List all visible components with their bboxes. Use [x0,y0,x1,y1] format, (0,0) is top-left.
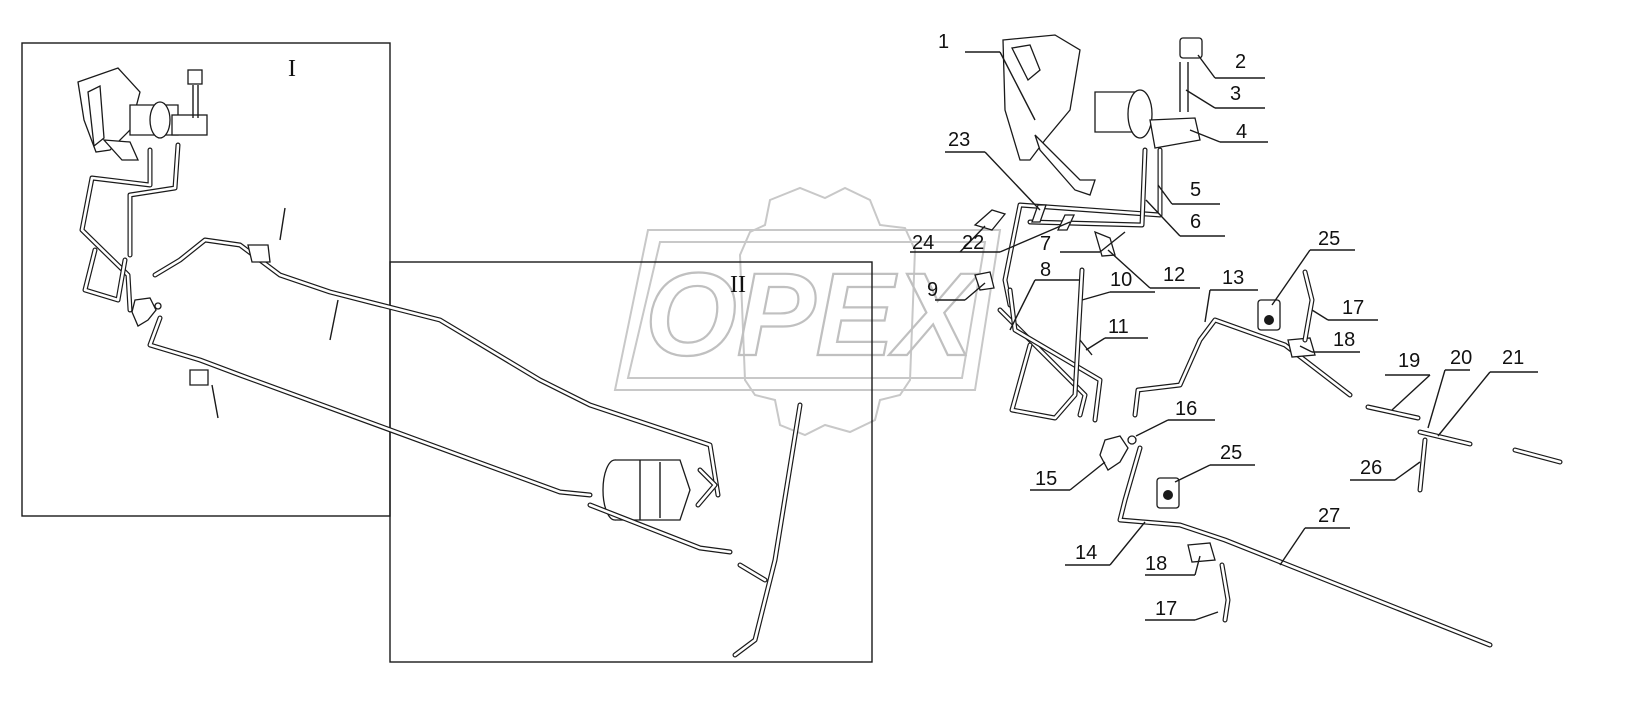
callout-17-upper: 17 [1342,297,1364,319]
callout-6: 6 [1190,211,1201,233]
callout-19: 19 [1398,350,1420,372]
callout-7: 7 [1040,233,1051,255]
frame-2-roman: II [730,272,746,298]
callout-8: 8 [1040,259,1051,281]
callout-10: 10 [1110,269,1132,291]
callout-20: 20 [1450,347,1472,369]
callout-14: 14 [1075,542,1097,564]
callout-12: 12 [1163,264,1185,286]
callout-25-upper: 25 [1318,228,1340,250]
frame-2-drawing [587,402,803,658]
callout-25-lower: 25 [1220,442,1242,464]
callout-21: 21 [1502,347,1524,369]
callout-18-upper: 18 [1333,329,1355,351]
callout-22: 22 [962,232,984,254]
callout-2: 2 [1235,51,1246,73]
callout-3: 3 [1230,83,1241,105]
callout-18-lower: 18 [1145,553,1167,575]
callout-11: 11 [1108,316,1129,338]
callout-16: 16 [1175,398,1197,420]
callout-13: 13 [1222,267,1244,289]
callout-15: 15 [1035,468,1057,490]
frame-1-roman: I [288,56,296,82]
detail-frame-2: II [389,261,873,663]
callout-1: 1 [938,31,949,53]
callout-5: 5 [1190,179,1201,201]
callout-labels: 1 2 3 4 5 6 7 8 9 10 11 12 13 14 15 16 1… [912,31,1524,620]
callout-24: 24 [912,232,934,254]
detail-frame-1: I [21,42,391,517]
callout-leaders [910,51,1538,621]
main-exploded-view [973,34,1563,648]
callout-26: 26 [1360,457,1382,479]
watermark-text: OPEX [645,249,979,381]
callout-17-lower: 17 [1155,598,1177,620]
frame-1-drawing [77,67,721,498]
callout-9: 9 [927,279,938,301]
opex-watermark: OPEX [613,186,1002,437]
callout-4: 4 [1236,121,1247,143]
callout-23: 23 [948,129,970,151]
callout-27: 27 [1318,505,1340,527]
